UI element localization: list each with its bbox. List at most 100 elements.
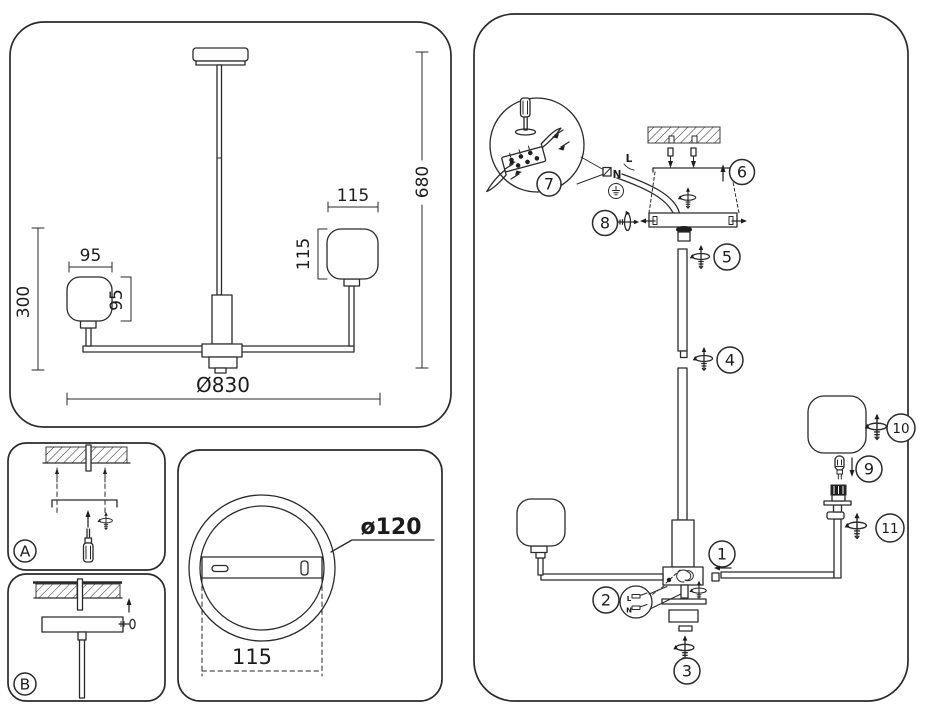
terminal-detail-bubble: 7 [486,97,605,197]
mains-neutral-label: N [613,169,622,181]
dim-total-diameter: Ø830 [196,373,250,397]
callout-9-badge [855,455,883,483]
callout-10: 10 [892,421,909,437]
callout-2-badge [592,586,620,614]
mains-line-label: L [626,153,633,165]
threaded-pipe-a [85,444,92,472]
dia-leader-line [330,539,435,553]
rod-b [78,639,86,699]
right-shade-detached [807,395,867,454]
dim-left-shade-height: 95 [107,289,127,311]
canopy-bar [648,212,738,228]
mounting-bracket-a [51,499,118,508]
assembly-panel-border [473,13,909,702]
upper-rod: 5 4 [677,243,744,374]
hub-cap-box [668,609,699,623]
callout-8: 8 [600,214,610,233]
canopy-diameter-label: ø120 [360,515,421,540]
callout-3: 3 [682,662,692,681]
callout-5: 5 [722,248,732,267]
step-b-badge [13,672,37,696]
callout-6-badge [728,158,756,186]
step-b-panel: B [7,573,166,702]
lower-rod [677,367,688,521]
threaded-pipe-b [76,578,84,611]
step-a-badge [13,539,37,563]
right-arm-assembly: 1 9 10 11 [708,395,916,582]
terminal-block [486,127,562,193]
up-arrow-b [126,598,132,613]
right-lamp-shade [326,228,379,280]
hub-cylinder [211,294,233,345]
up-arrow-a [85,510,91,528]
callout-7: 7 [544,175,554,194]
callout-5-badge [713,243,741,271]
bar-slot-left [211,564,229,573]
left-lamp-stem [85,327,92,347]
bar-slot-right [300,560,309,576]
connector-detail-bubble: L N 2 [592,585,682,619]
left-shade [516,498,566,547]
stem-rod [216,64,223,296]
connector-neutral-label: N [626,607,632,615]
central-hub: 3 [648,519,707,685]
hub-finial-stub [678,625,693,632]
dim-drop-height: 300 [14,286,34,318]
socket-nut [826,511,845,520]
canopy-coupler [677,231,691,242]
assembly-panel: 7 N L [473,13,916,702]
callout-4: 4 [725,351,735,370]
dim-left-shade-width: 95 [80,246,102,266]
callout-8-badge [591,209,619,237]
hub-nub [214,367,227,374]
hub-wire-coil [676,569,694,583]
step-a-panel: A [7,442,166,571]
right-lamp-stem [348,285,355,347]
step-a-border [7,442,166,571]
callout-1-badge [708,540,736,568]
socket-neck [832,504,843,513]
callout-11-badge [875,513,905,543]
right-arm-bar [720,571,835,579]
canopy-detail-panel: ø120 115 [177,449,443,702]
connector-line-label: L [627,595,632,603]
callout-11: 11 [881,521,898,537]
left-lamp-neck [79,320,97,329]
hub-plate [661,598,707,605]
step-b-label: B [20,676,31,694]
canopy-plate-b [41,616,124,633]
callout-2: 2 [601,591,611,610]
callout-7-badge [536,171,562,197]
screwdriver-icon-7 [514,97,537,136]
canopy-mount-bar [201,556,323,579]
step-a-label: A [20,543,31,561]
canopy-stub-b [77,631,87,641]
left-shade-neck [530,545,548,554]
exploded-canopy: 6 8 [591,147,756,242]
callout-1: 1 [717,545,727,564]
callout-3-badge [673,657,701,685]
hub-lower [208,356,238,369]
left-lamp-shade [66,276,113,322]
side-screw-b [118,618,136,630]
ground-symbol [608,183,624,199]
left-arm-stem [537,557,544,576]
chandelier-line-drawing [66,47,379,374]
callout-6: 6 [737,163,747,182]
ceiling-hatch-assembly [647,126,721,144]
hub-box [201,343,243,358]
callout-10-badge [886,413,916,443]
callout-4-badge [716,346,744,374]
bulb-g9 [834,455,845,480]
screwdriver-icon [82,528,94,563]
dim-right-shade-height: 115 [294,238,314,270]
dimensions: 95 95 300 115 115 680 [14,51,433,406]
left-arm-bar [540,573,664,581]
hub-stem [680,584,689,599]
dim-right-shade-width: 115 [337,186,369,206]
right-arm-upright [833,518,842,579]
overview-panel: 95 95 300 115 115 680 [9,21,452,428]
ceiling-cup [192,47,249,62]
right-lamp-neck [343,278,361,287]
